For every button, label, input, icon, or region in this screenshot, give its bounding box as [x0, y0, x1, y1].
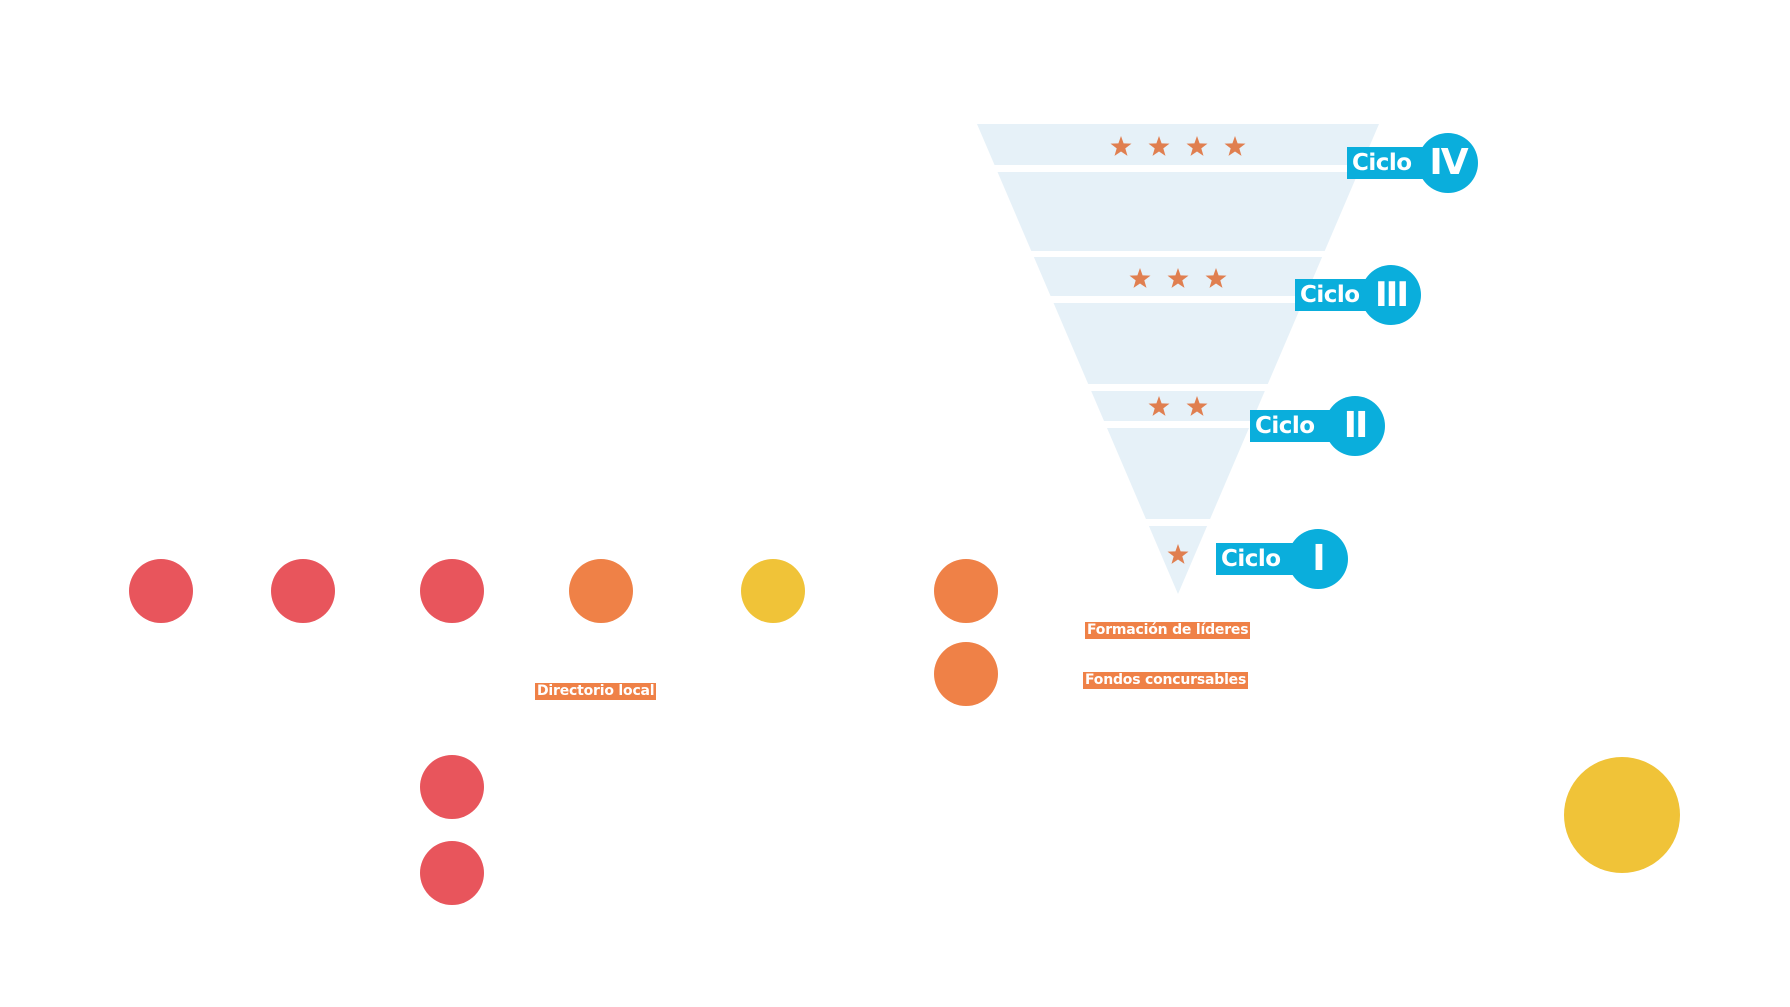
funnel-band: [1091, 391, 1265, 421]
star-icon: [1186, 396, 1208, 416]
label-formacion-de-lideres: Formación de líderes: [1085, 622, 1251, 639]
label-directorio-local: Directorio local: [535, 683, 657, 700]
star-icon: [1167, 544, 1189, 564]
badge-numeral: III: [1361, 265, 1421, 325]
funnel-band: [1053, 303, 1303, 384]
badge-numeral: IV: [1418, 133, 1478, 193]
dot-red: [420, 841, 484, 905]
dot-orange: [934, 642, 998, 706]
dot-orange: [934, 559, 998, 623]
star-icon: [1205, 268, 1227, 288]
dot-yellow: [741, 559, 805, 623]
funnel-stars: [1110, 136, 1246, 564]
badge-label: Ciclo: [1347, 147, 1437, 179]
funnel-band: [1148, 526, 1208, 594]
dot-yellow-large: [1564, 757, 1680, 873]
dot-red: [420, 559, 484, 623]
dot-red: [129, 559, 193, 623]
star-icon: [1148, 396, 1170, 416]
badge-numeral: I: [1288, 529, 1348, 589]
star-icon: [1186, 136, 1208, 156]
funnel-band: [977, 124, 1379, 165]
star-icon: [1148, 136, 1170, 156]
star-icon: [1129, 268, 1151, 288]
dot-red: [271, 559, 335, 623]
dot-red: [420, 755, 484, 819]
dot-orange: [569, 559, 633, 623]
badge-label: Ciclo: [1250, 410, 1340, 442]
funnel-band: [997, 172, 1359, 251]
badge-numeral: II: [1325, 396, 1385, 456]
funnel-band: [1107, 428, 1249, 519]
funnel-bands: [977, 124, 1379, 594]
star-icon: [1224, 136, 1246, 156]
label-fondos-concursables: Fondos concursables: [1083, 672, 1249, 689]
star-icon: [1167, 268, 1189, 288]
star-icon: [1110, 136, 1132, 156]
